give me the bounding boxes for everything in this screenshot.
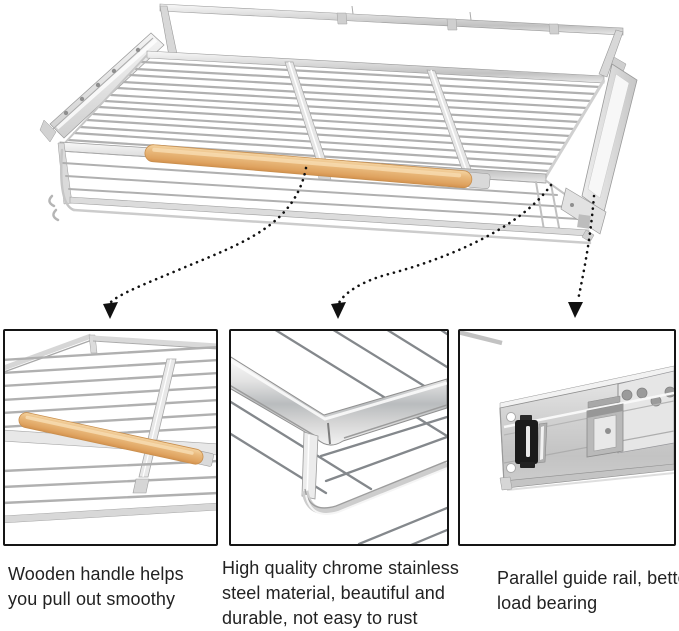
callout-box-chrome-frame bbox=[229, 329, 449, 546]
guide-rail-closeup bbox=[460, 331, 674, 491]
callout-arrow-handle bbox=[103, 166, 308, 319]
wooden-handle-zoom bbox=[18, 412, 214, 467]
right-guide-rail bbox=[544, 56, 638, 243]
floor-left-edge bbox=[61, 54, 148, 147]
callout-arrow-rail bbox=[568, 194, 596, 318]
callout-box-guide-rail bbox=[458, 329, 676, 546]
wire-floor bbox=[66, 60, 602, 173]
caption-guide-rail: Parallel guide rail, better load bearing bbox=[497, 568, 679, 613]
floor-right-edge bbox=[543, 79, 606, 179]
caption-chrome-frame: High quality chrome stainless steel mate… bbox=[222, 558, 460, 628]
caption-wooden-handle: Wooden handle helps you pull out smoothy bbox=[8, 564, 184, 609]
wooden-handle-closeup bbox=[5, 333, 216, 524]
chrome-frame-closeup bbox=[231, 331, 447, 544]
callout-box-wooden-handle bbox=[3, 329, 218, 546]
lock-lever bbox=[515, 415, 538, 468]
left-mounting-rail bbox=[39, 32, 165, 143]
callout-arrow-frame bbox=[331, 183, 553, 319]
front-wall bbox=[48, 148, 592, 245]
wooden-handle bbox=[144, 144, 491, 189]
product-photo-pullout-basket bbox=[39, 3, 638, 319]
